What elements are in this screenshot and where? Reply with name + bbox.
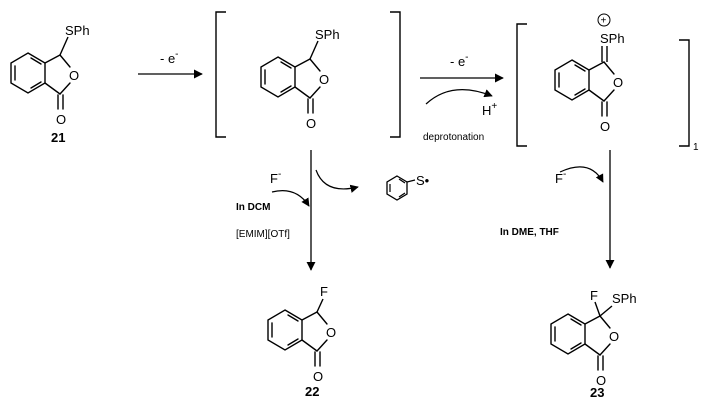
radical-cation-carbonyl-o: O xyxy=(306,116,316,131)
radical-cation-ring-o: O xyxy=(319,72,329,87)
thionium-cation: SPh + O O xyxy=(554,13,625,134)
radical-cation: SPh O O xyxy=(260,27,340,131)
compound-21: SPh O O xyxy=(10,23,90,127)
proton-label: H+ xyxy=(482,101,497,118)
deprotonation-curved-arrow xyxy=(425,89,493,105)
compound-23-ring-o: O xyxy=(609,329,619,344)
compound-23-number: 23 xyxy=(590,385,604,400)
compound-23-sph: SPh xyxy=(612,291,637,306)
right-bracket-2 xyxy=(679,39,690,147)
step1-label: - e- xyxy=(160,49,179,66)
bracket-index: 1 xyxy=(693,142,699,153)
compound-21-ring-o: O xyxy=(69,68,79,83)
step2-label: - e- xyxy=(450,52,469,69)
left-solvent: In DCM xyxy=(236,202,270,213)
right-bracket-1 xyxy=(390,11,401,138)
compound-21-sph: SPh xyxy=(65,23,90,38)
radical-cation-sph: SPh xyxy=(315,27,340,42)
compound-21-number: 21 xyxy=(51,130,65,145)
cation-charge: + xyxy=(601,16,607,27)
thiyl-loss-curved-arrow xyxy=(315,169,359,193)
compound-23-f: F xyxy=(590,288,598,303)
left-bracket-1 xyxy=(215,11,226,138)
compound-23: F SPh O O xyxy=(550,288,637,388)
positive-charge-icon xyxy=(597,13,611,27)
compound-22-ring-o: O xyxy=(326,325,336,340)
compound-22: F O O xyxy=(267,284,336,384)
compound-22-f: F xyxy=(320,284,328,299)
compound-21-carbonyl-o: O xyxy=(56,112,66,127)
right-fluoride-curved-arrow xyxy=(559,166,604,183)
deprotonation-label: deprotonation xyxy=(423,132,484,143)
cation-sph: SPh xyxy=(600,31,625,46)
thiyl-radical: S• xyxy=(386,173,430,201)
right-fluoride: F- xyxy=(555,169,566,186)
right-solvent: In DME, THF xyxy=(500,227,559,238)
left-additive: [EMIM][OTf] xyxy=(236,229,290,240)
left-fluoride-curved-arrow xyxy=(271,190,310,207)
compound-23-carbonyl-o: O xyxy=(596,373,606,388)
left-fluoride: F- xyxy=(270,169,281,186)
thiyl-radical-label: S• xyxy=(416,173,430,188)
compound-22-number: 22 xyxy=(305,384,319,399)
cation-carbonyl-o: O xyxy=(600,119,610,134)
compound-22-carbonyl-o: O xyxy=(313,369,323,384)
left-bracket-2 xyxy=(516,23,527,147)
cation-ring-o: O xyxy=(613,75,623,90)
